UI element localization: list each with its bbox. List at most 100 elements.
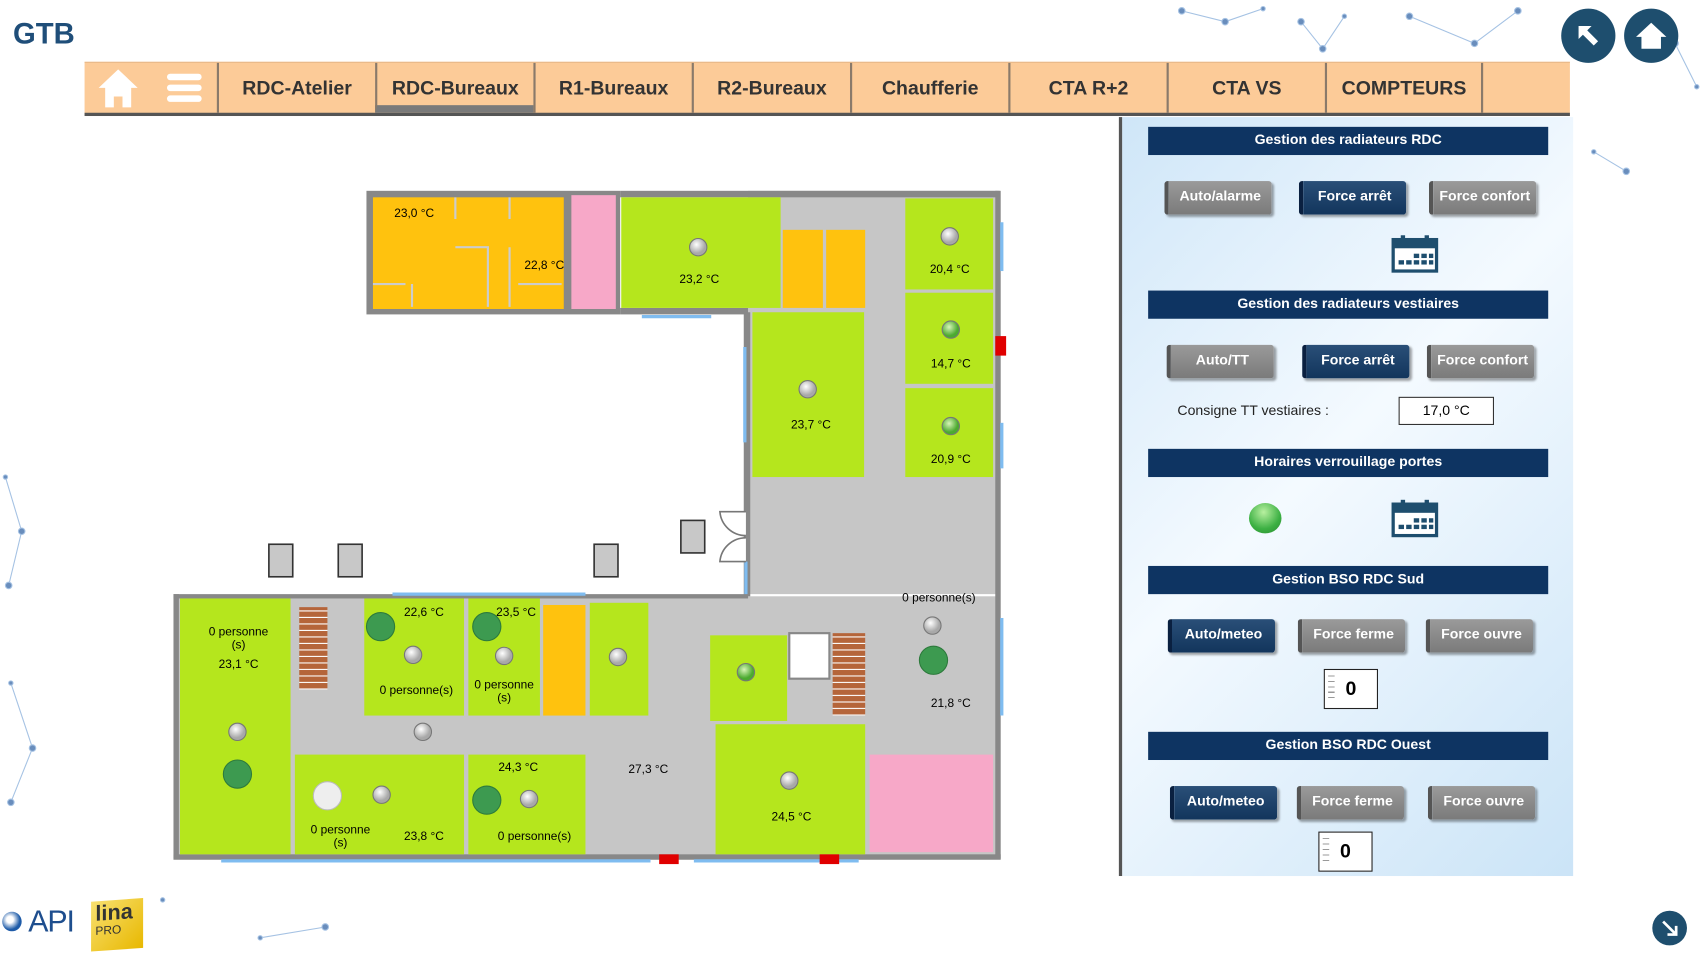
- svg-text:23,7 °C[interactable]: 23,7 °C: [791, 417, 831, 431]
- svg-text:0 personne(s)[interactable]: 0 personne(s): [498, 829, 571, 843]
- room-r2[interactable]: 14,7 °C: [905, 292, 994, 384]
- force-arret-button[interactable]: Force arrêt: [1302, 344, 1410, 379]
- sensor-icon[interactable]: [780, 771, 799, 790]
- svg-text:(s)[interactable]: (s): [333, 836, 347, 850]
- svg-text:(s)[interactable]: (s): [497, 690, 511, 704]
- svg-text:24,3 °C[interactable]: 24,3 °C: [498, 760, 538, 774]
- svg-text:24,5 °C[interactable]: 24,5 °C: [772, 810, 812, 824]
- room-r3[interactable]: 20,9 °C: [905, 388, 994, 478]
- sensor-icon[interactable]: [940, 227, 959, 246]
- sensor-icon[interactable]: [494, 646, 514, 666]
- door-icon[interactable]: [268, 543, 294, 578]
- room-r1[interactable]: 20,4 °C: [905, 198, 994, 290]
- sensor-icon[interactable]: [228, 722, 247, 742]
- fan-icon[interactable]: [918, 645, 949, 675]
- svg-text:14,7 °C[interactable]: 14,7 °C: [931, 357, 971, 371]
- svg-text:0 personne(s)[interactable]: 0 personne(s): [380, 683, 453, 697]
- main-nav: RDC-Atelier RDC-Bureaux R1-Bureaux R2-Bu…: [84, 61, 1570, 117]
- fan-icon[interactable]: [472, 785, 502, 815]
- home-button[interactable]: [1624, 8, 1679, 63]
- svg-text:20,4 °C[interactable]: 20,4 °C: [930, 262, 970, 276]
- tab-compteurs[interactable]: COMPTEURS: [1324, 62, 1484, 113]
- tab-rdc-bureaux[interactable]: RDC-Bureaux: [375, 62, 534, 113]
- sensor-icon[interactable]: [688, 237, 708, 257]
- calendar-icon[interactable]: [1391, 234, 1439, 273]
- svg-text:0 personne[interactable]: 0 personne: [474, 677, 534, 691]
- room-se[interactable]: 24,5 °C: [715, 724, 866, 855]
- svg-text:21,8 °C[interactable]: 21,8 °C: [931, 696, 971, 710]
- room-office-mid[interactable]: 23,7 °C: [752, 312, 865, 478]
- room-pink: [571, 195, 616, 309]
- svg-text:0 personne(s)[interactable]: 0 personne(s): [902, 591, 975, 605]
- force-ferme-button[interactable]: Force ferme: [1296, 786, 1405, 820]
- nav-home-button[interactable]: [85, 63, 152, 113]
- sensor-icon[interactable]: [941, 320, 961, 339]
- room-c1[interactable]: 0 personne (s) 23,8 °C: [294, 754, 465, 855]
- sensor-icon[interactable]: [608, 647, 628, 667]
- sensor-icon[interactable]: [736, 662, 756, 682]
- force-confort-button[interactable]: Force confort: [1426, 344, 1535, 379]
- sensor-icon[interactable]: [941, 416, 961, 436]
- force-confort-button[interactable]: Force confort: [1428, 181, 1537, 215]
- tab-cta-r2[interactable]: CTA R+2: [1008, 62, 1166, 113]
- consigne-label: Consigne TT vestiaires :: [1177, 402, 1329, 419]
- bso-ouest-value: 0: [1318, 831, 1373, 872]
- room-office-top[interactable]: 23,2 °C: [621, 197, 781, 308]
- sensor-icon[interactable]: [923, 616, 942, 635]
- force-ouvre-button[interactable]: Force ouvre: [1425, 619, 1534, 653]
- auto-alarme-button[interactable]: Auto/alarme: [1164, 181, 1272, 215]
- next-page-button[interactable]: [1652, 910, 1687, 946]
- svg-text:0 personne[interactable]: 0 personne: [311, 823, 371, 837]
- room-b3[interactable]: [589, 602, 649, 716]
- force-ouvre-button[interactable]: Force ouvre: [1427, 786, 1536, 820]
- room-b1[interactable]: 22,6 °C 0 personne(s): [364, 598, 465, 716]
- back-button[interactable]: [1561, 8, 1616, 63]
- tab-cta-vs[interactable]: CTA VS: [1166, 62, 1325, 113]
- fan-icon[interactable]: [472, 612, 502, 642]
- sensor-icon[interactable]: [519, 789, 539, 809]
- door-icon[interactable]: [337, 543, 363, 578]
- stairs: [299, 607, 328, 690]
- door-icon[interactable]: [680, 519, 706, 554]
- svg-text:0 personne[interactable]: 0 personne: [209, 624, 269, 638]
- fan-icon[interactable]: [222, 759, 253, 789]
- tab-r1-bureaux[interactable]: R1-Bureaux: [533, 62, 691, 113]
- room-atelier[interactable]: 23,0 °C 22,8 °C: [372, 197, 565, 309]
- hall[interactable]: 0 personne(s) 21,8 °C: [902, 591, 975, 710]
- force-arret-button[interactable]: Force arrêt: [1298, 181, 1407, 215]
- svg-text:20,9 °C[interactable]: 20,9 °C: [931, 452, 971, 466]
- svg-text:23,1 °C[interactable]: 23,1 °C: [219, 657, 259, 671]
- svg-text:23,8 °C[interactable]: 23,8 °C: [404, 829, 444, 843]
- calendar-icon[interactable]: [1391, 499, 1439, 538]
- fan-icon[interactable]: [312, 781, 343, 811]
- alarm-indicator[interactable]: [995, 336, 1007, 356]
- svg-text:(s)[interactable]: (s): [232, 637, 246, 651]
- auto-meteo-button[interactable]: Auto/meteo: [1169, 786, 1278, 820]
- alarm-indicator[interactable]: [819, 854, 840, 865]
- fan-icon[interactable]: [365, 612, 396, 642]
- room-temp[interactable]: 23,0 °C: [394, 206, 434, 220]
- hamburger-menu-icon: [166, 73, 202, 102]
- svg-text:22,6 °C[interactable]: 22,6 °C: [404, 605, 444, 619]
- menu-button[interactable]: [152, 63, 217, 113]
- tab-rdc-atelier[interactable]: RDC-Atelier: [216, 62, 375, 113]
- room-temp[interactable]: 23,2 °C: [679, 272, 719, 286]
- auto-meteo-button[interactable]: Auto/meteo: [1167, 619, 1275, 653]
- door-icon[interactable]: [593, 543, 619, 578]
- room-c2[interactable]: 24,3 °C 0 personne(s): [468, 754, 586, 855]
- force-ferme-button[interactable]: Force ferme: [1297, 619, 1406, 653]
- tab-r2-bureaux[interactable]: R2-Bureaux: [691, 62, 850, 113]
- sensor-icon[interactable]: [798, 380, 817, 399]
- sensor-icon[interactable]: [403, 645, 423, 665]
- section-header: Gestion des radiateurs vestiaires: [1148, 290, 1549, 319]
- auto-tt-button[interactable]: Auto/TT: [1166, 344, 1274, 379]
- room-left[interactable]: 0 personne (s) 23,1 °C: [179, 598, 291, 855]
- svg-text:23,5 °C[interactable]: 23,5 °C: [496, 605, 536, 619]
- tab-chaufferie[interactable]: Chaufferie: [849, 62, 1008, 113]
- room-temp[interactable]: 22,8 °C: [524, 258, 564, 272]
- consigne-input[interactable]: 17,0 °C: [1398, 396, 1494, 425]
- sensor-icon[interactable]: [372, 785, 391, 804]
- room-small[interactable]: [710, 635, 788, 721]
- room-b2[interactable]: 23,5 °C 0 personne (s): [468, 598, 540, 716]
- alarm-indicator[interactable]: [659, 854, 679, 865]
